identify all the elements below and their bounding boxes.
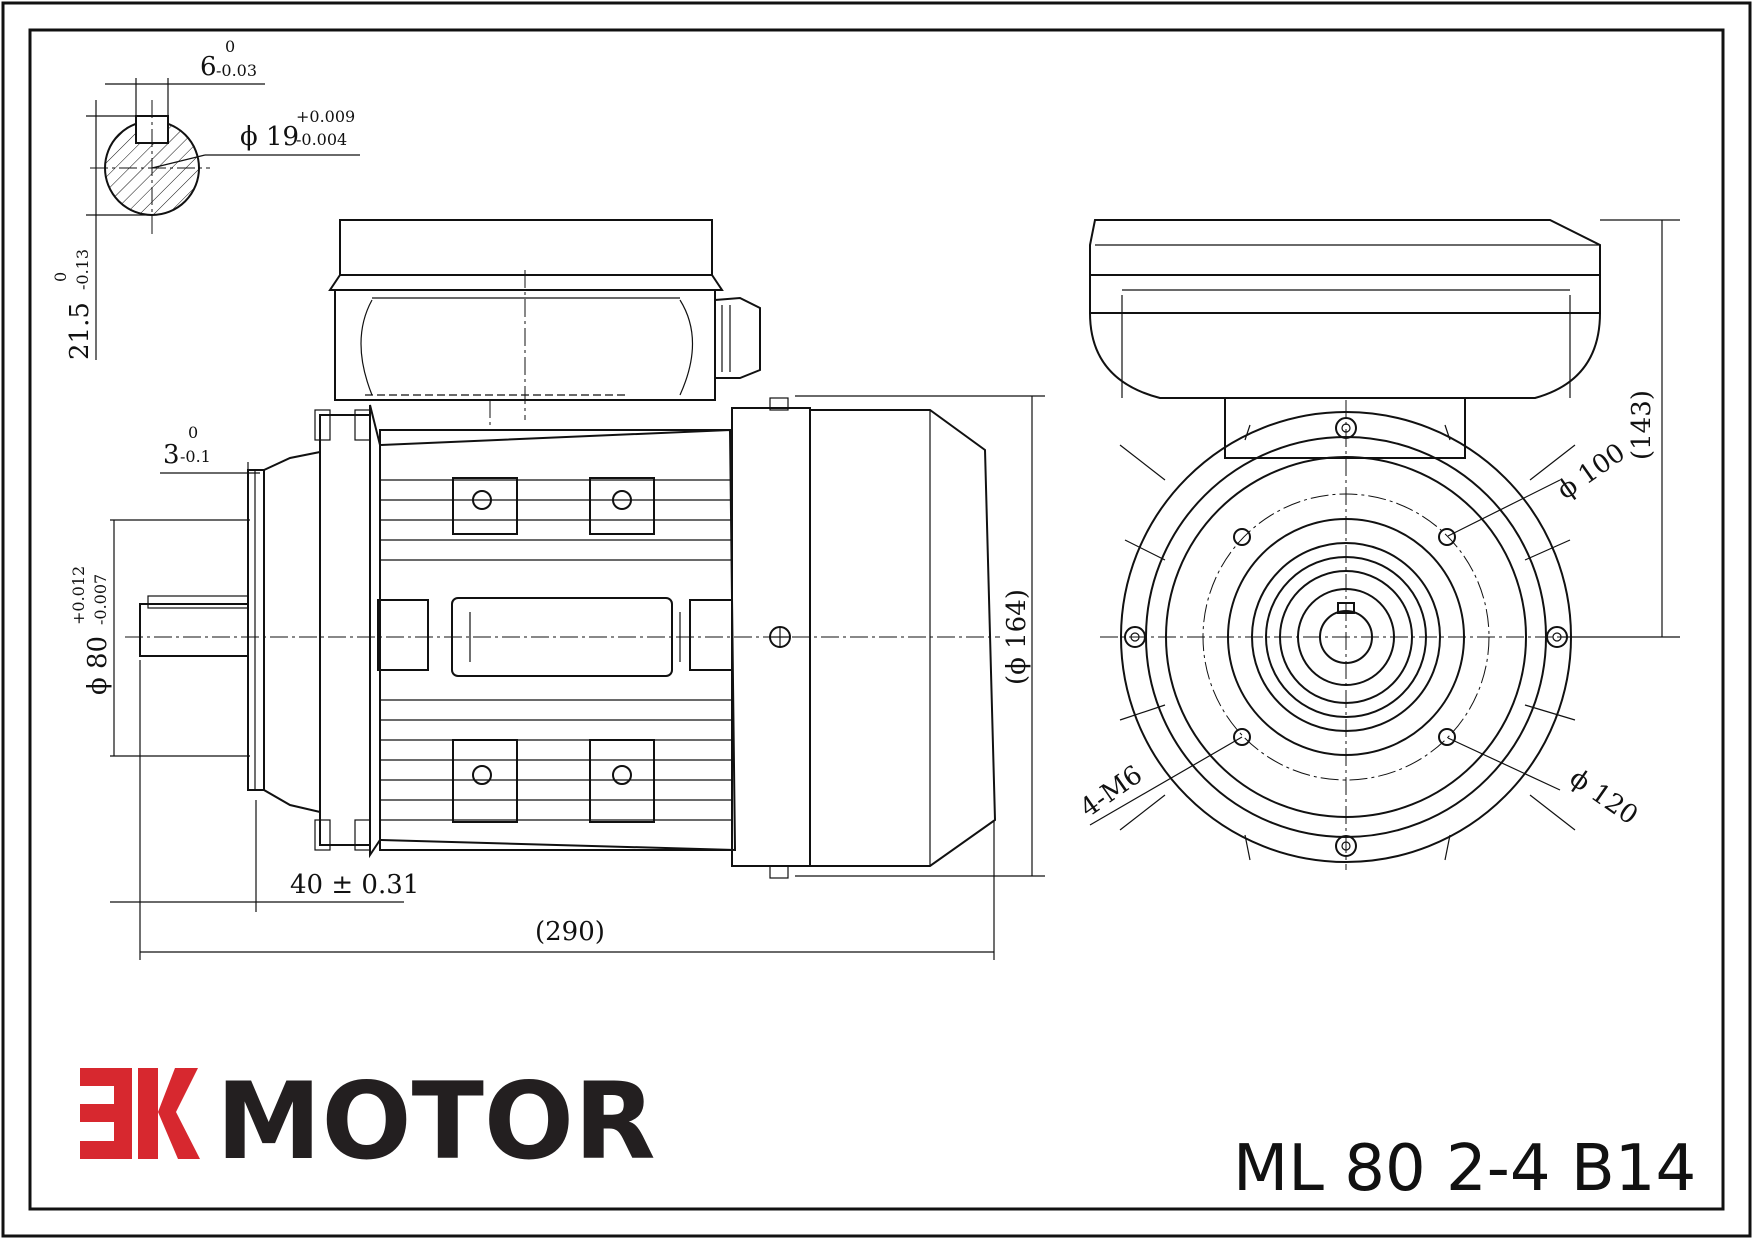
shaft-dia-value: ϕ 19: [240, 122, 299, 152]
holes-value: 4-M6: [1075, 760, 1148, 824]
frame-dia-value: (ϕ 164): [1002, 589, 1032, 685]
side-dimension-lines: [110, 395, 1045, 960]
brand-mark-icon: [80, 1068, 200, 1159]
front-view: [1089, 219, 1601, 870]
spigot-dia-tol-upper: +0.012: [69, 566, 88, 625]
spigot-dia-tol-lower: -0.007: [91, 574, 110, 625]
key-width-tol-upper: 0: [225, 37, 235, 56]
spigot-depth-tol-lower: -0.1: [180, 447, 211, 466]
brand-logo: MOTOR: [80, 1060, 656, 1183]
shaft-dia-tol-lower: -0.004: [296, 130, 347, 149]
overall-length-value: (290): [535, 917, 605, 947]
key-height-tol-upper: 0: [51, 272, 70, 282]
spigot-depth-value: 3: [163, 440, 180, 470]
brand-name: MOTOR: [216, 1060, 656, 1183]
pcd-outer-value: ϕ 120: [1564, 763, 1643, 831]
spigot-dia-value: ϕ 80: [83, 636, 113, 695]
height-value: (143): [1627, 390, 1657, 460]
pcd-inner-value: ϕ 100: [1552, 438, 1631, 506]
shaft-dia-tol-upper: +0.009: [296, 107, 355, 126]
key-width-tol-lower: -0.03: [216, 61, 257, 80]
model-title: ML 80 2-4 B14: [1233, 1132, 1696, 1206]
front-dimension-lines: [1089, 219, 1680, 826]
spigot-depth-tol-upper: 0: [188, 423, 198, 442]
inner-border: [28, 28, 1725, 1211]
shaft-section-view: [86, 78, 360, 360]
key-height-value: 21.5: [65, 302, 95, 360]
key-height-tol-lower: -0.13: [73, 249, 92, 290]
shaft-length-value: 40 ± 0.31: [290, 870, 419, 900]
side-view: [125, 219, 1000, 879]
key-width-value: 6: [200, 52, 217, 82]
